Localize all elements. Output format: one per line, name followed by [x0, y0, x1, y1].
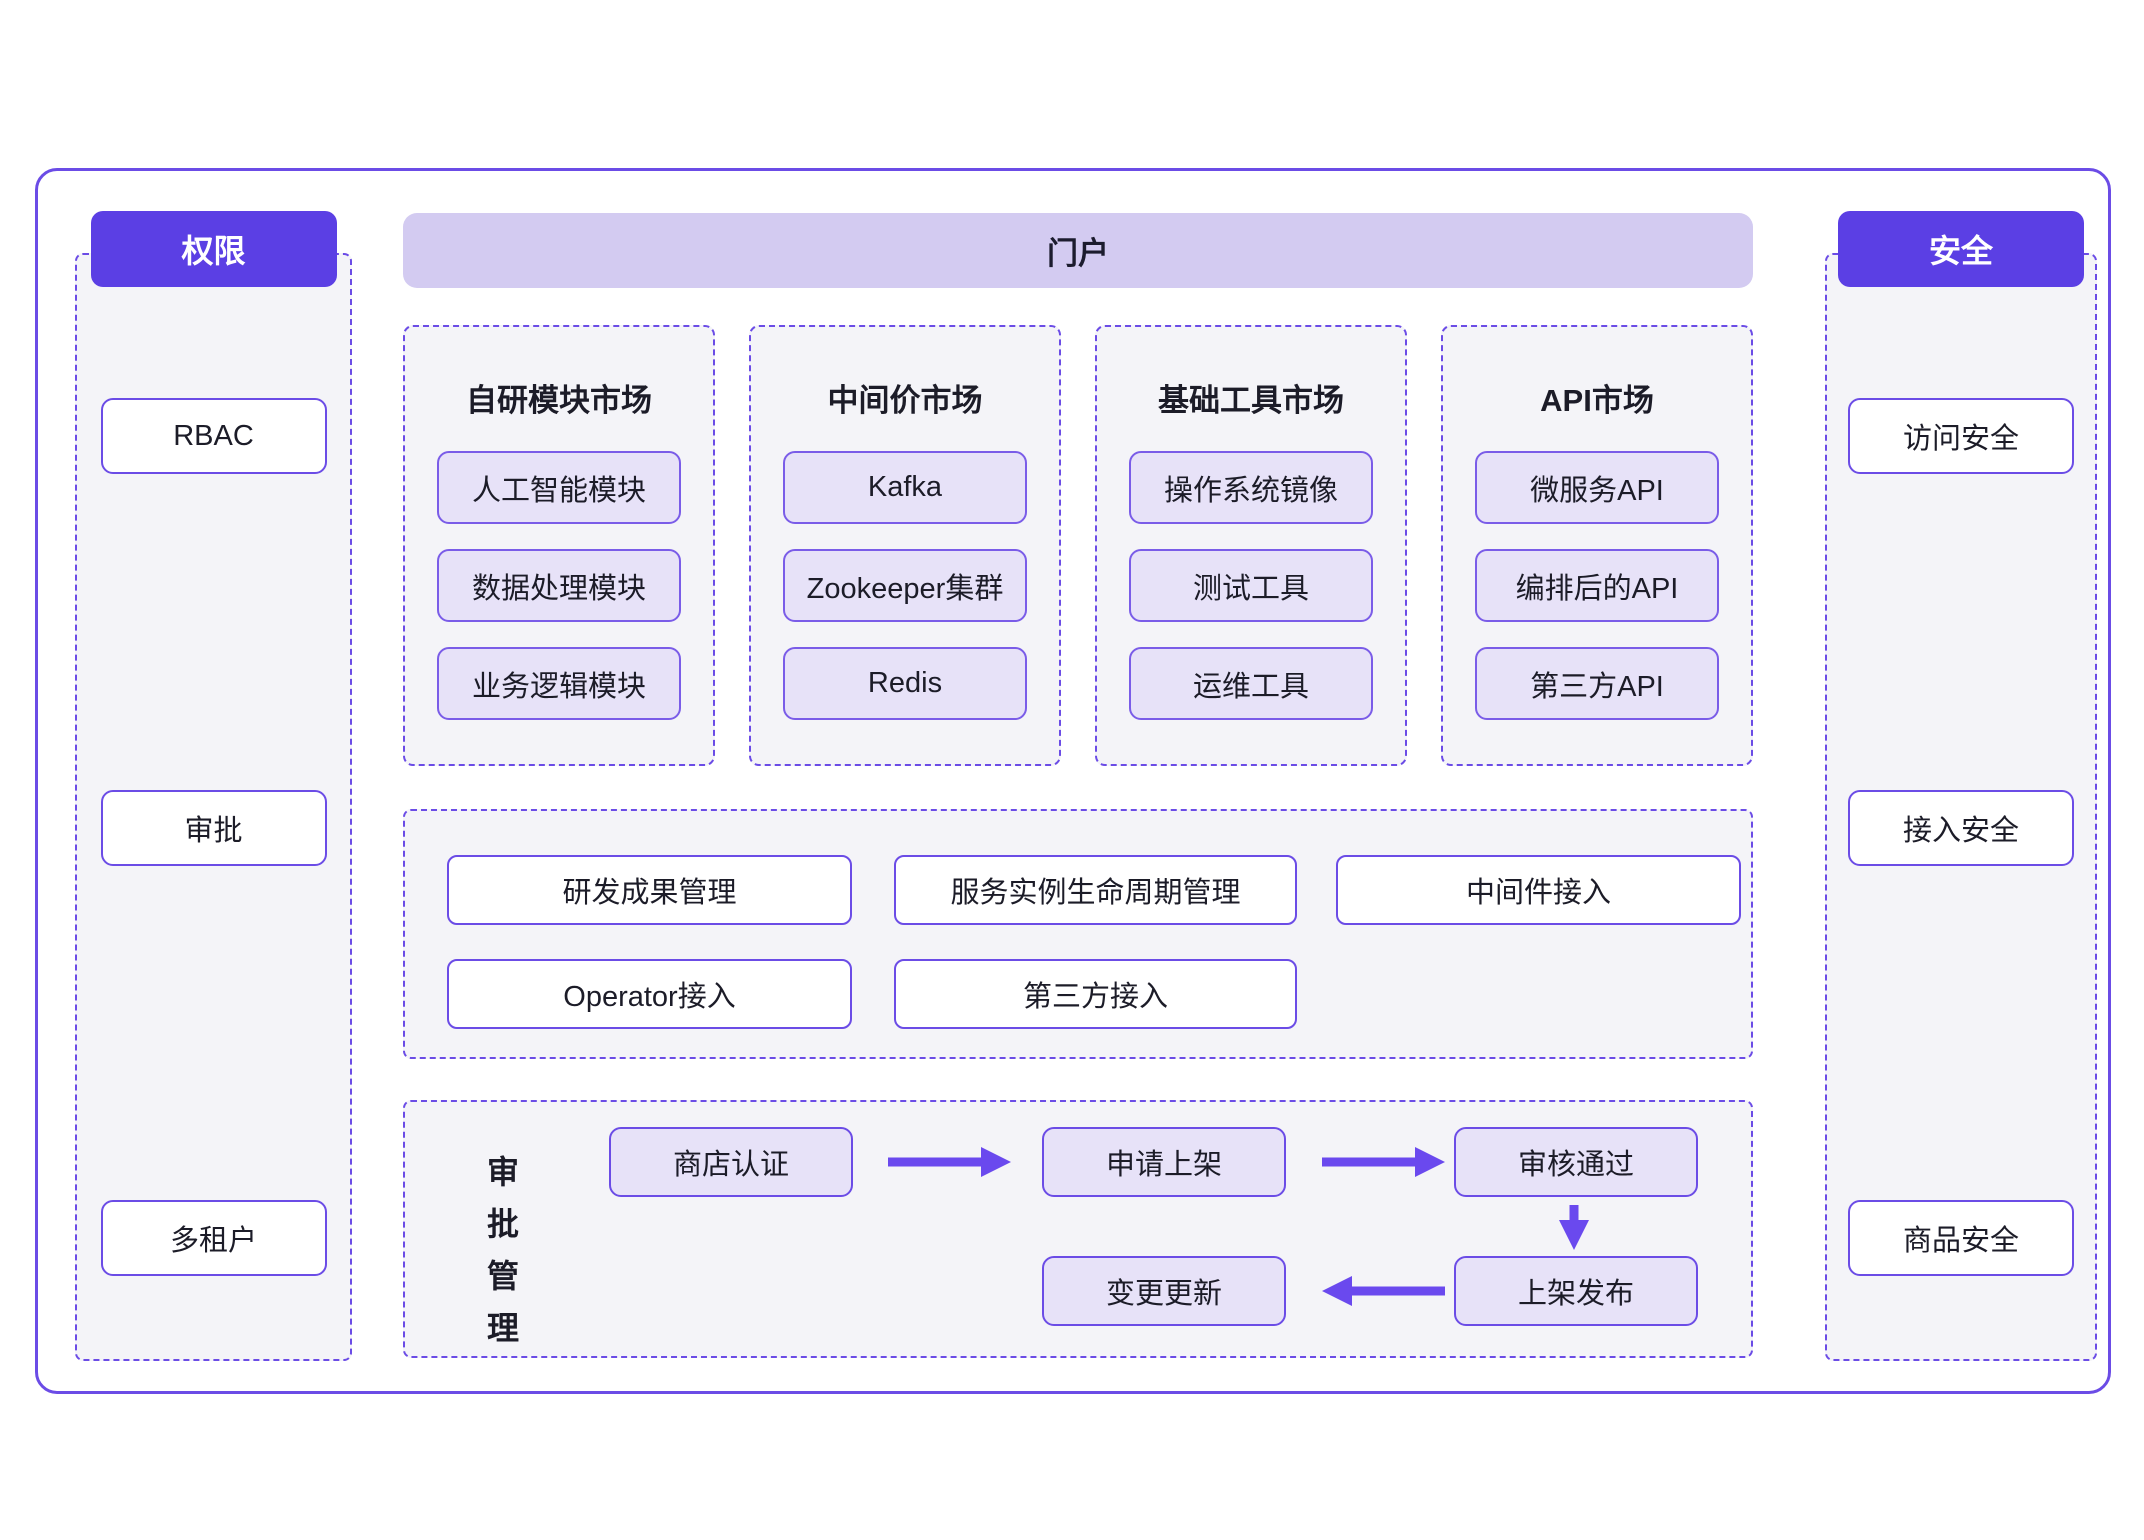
- permissions-header: 权限: [90, 211, 337, 287]
- approval-flow-section: 审批管理 商店认证 申请上架 审核通过 上架发布 变更更新: [403, 1100, 1753, 1358]
- management-section: 研发成果管理 服务实例生命周期管理 中间件接入 Operator接入 第三方接入: [403, 809, 1753, 1059]
- node-data-processing-module: 数据处理模块: [437, 549, 681, 622]
- node-integration-security: 接入安全: [1848, 790, 2074, 866]
- portal-header: 门户: [403, 213, 1753, 288]
- node-redis: Redis: [783, 647, 1027, 720]
- market-title: 基础工具市场: [1158, 382, 1344, 418]
- market-items: Kafka Zookeeper集群 Redis: [783, 451, 1027, 720]
- node-business-logic-module: 业务逻辑模块: [437, 647, 681, 720]
- node-zookeeper-cluster: Zookeeper集群: [783, 549, 1027, 622]
- node-multi-tenant: 多租户: [100, 1200, 327, 1276]
- node-approval: 审批: [100, 790, 327, 866]
- node-third-party-access: 第三方接入: [894, 959, 1297, 1029]
- node-product-security: 商品安全: [1848, 1200, 2074, 1276]
- node-service-instance-lifecycle: 服务实例生命周期管理: [894, 855, 1297, 925]
- market-card-basic-tools: 基础工具市场 操作系统镜像 测试工具 运维工具: [1095, 325, 1407, 766]
- node-ops-tools: 运维工具: [1129, 647, 1373, 720]
- node-middleware-access: 中间件接入: [1336, 855, 1741, 925]
- node-microservice-api: 微服务API: [1475, 451, 1719, 524]
- approval-flow-vertical-label: 审批管理: [486, 1154, 519, 1346]
- security-panel: 安全 访问安全 接入安全 商品安全: [1825, 211, 2097, 1361]
- markets-row: 自研模块市场 人工智能模块 数据处理模块 业务逻辑模块 中间价市场 Kafka …: [403, 325, 1753, 766]
- flow-step-listing-release: 上架发布: [1454, 1256, 1698, 1326]
- node-rd-output-management: 研发成果管理: [447, 855, 852, 925]
- permissions-panel: 权限 RBAC 审批 多租户: [75, 211, 352, 1361]
- market-title: API市场: [1540, 382, 1654, 418]
- market-items: 微服务API 编排后的API 第三方API: [1475, 451, 1719, 720]
- flow-step-review-passed: 审核通过: [1454, 1127, 1698, 1197]
- security-header: 安全: [1838, 211, 2084, 287]
- market-items: 人工智能模块 数据处理模块 业务逻辑模块: [437, 451, 681, 720]
- flow-step-store-certification: 商店认证: [609, 1127, 853, 1197]
- market-card-self-developed: 自研模块市场 人工智能模块 数据处理模块 业务逻辑模块: [403, 325, 715, 766]
- node-rbac: RBAC: [100, 398, 327, 474]
- node-testing-tools: 测试工具: [1129, 549, 1373, 622]
- node-os-image: 操作系统镜像: [1129, 451, 1373, 524]
- market-title: 自研模块市场: [466, 382, 652, 418]
- node-operator-access: Operator接入: [447, 959, 852, 1029]
- market-card-api: API市场 微服务API 编排后的API 第三方API: [1441, 325, 1753, 766]
- market-title: 中间价市场: [827, 382, 983, 418]
- node-third-party-api: 第三方API: [1475, 647, 1719, 720]
- market-card-middleware: 中间价市场 Kafka Zookeeper集群 Redis: [749, 325, 1061, 766]
- node-ai-module: 人工智能模块: [437, 451, 681, 524]
- node-access-security: 访问安全: [1848, 398, 2074, 474]
- flow-step-apply-listing: 申请上架: [1042, 1127, 1286, 1197]
- node-orchestrated-api: 编排后的API: [1475, 549, 1719, 622]
- outer-frame: 权限 RBAC 审批 多租户 门户 自研模块市场 人工智能模块 数据处理模块 业…: [35, 168, 2111, 1394]
- flow-step-change-update: 变更更新: [1042, 1256, 1286, 1326]
- node-kafka: Kafka: [783, 451, 1027, 524]
- market-items: 操作系统镜像 测试工具 运维工具: [1129, 451, 1373, 720]
